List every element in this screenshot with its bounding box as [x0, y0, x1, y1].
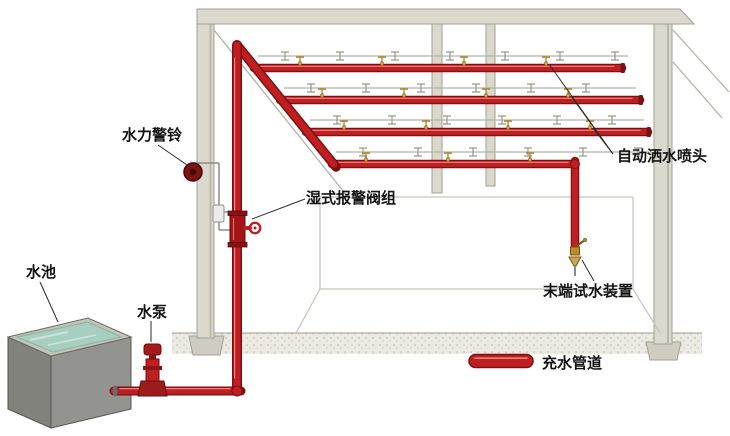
- label-water-pump: 水泵: [137, 303, 167, 321]
- tank-water: [15, 321, 123, 353]
- end-test-device: [568, 237, 588, 276]
- back-wall: [295, 196, 661, 334]
- sprinkler-heads: [294, 55, 596, 164]
- legend-pipe-sample: [468, 353, 534, 369]
- label-water-pool: 水池: [26, 263, 56, 281]
- branch-pipe: [249, 63, 627, 73]
- top-beam: [196, 8, 696, 25]
- building-frame: [188, 8, 730, 361]
- pump-base: [137, 380, 168, 397]
- column-footing: [188, 335, 225, 356]
- valve-body: [229, 215, 246, 243]
- water-tank: [6, 317, 133, 429]
- branch-pipe: [301, 127, 653, 137]
- pump-motor: [143, 343, 162, 356]
- pipe-elbow: [231, 385, 243, 397]
- legend: 充水管道: [468, 353, 602, 372]
- ceiling-hanger: [485, 23, 496, 187]
- branch-pipe: [275, 95, 645, 105]
- label-end-test-device: 末端试水装置: [543, 282, 633, 300]
- label-hydraulic-bell: 水力警铃: [122, 126, 183, 144]
- label-wet-alarm-valve: 湿式报警阀组: [306, 189, 396, 207]
- valve-handwheel: [248, 221, 262, 235]
- labels: 水力警铃 湿式报警阀组 水池 水泵 自动洒水喷头 末端试水装置: [26, 63, 707, 342]
- column-footing: [645, 341, 682, 361]
- tank-outlet-flange: [112, 385, 118, 397]
- label-sprinkler-heads: 自动洒水喷头: [617, 147, 707, 165]
- water-pump: [137, 343, 168, 397]
- wet-alarm-valve-assembly: [212, 204, 262, 248]
- piping: [109, 40, 653, 397]
- pipe-elbow: [570, 159, 580, 169]
- right-column: [653, 17, 673, 345]
- ground: [172, 332, 702, 354]
- branch-pipe: [327, 159, 580, 169]
- ceiling-hanger: [431, 23, 443, 194]
- gauge-cylinder: [212, 204, 225, 223]
- label-legend-pipe: 充水管道: [542, 354, 602, 372]
